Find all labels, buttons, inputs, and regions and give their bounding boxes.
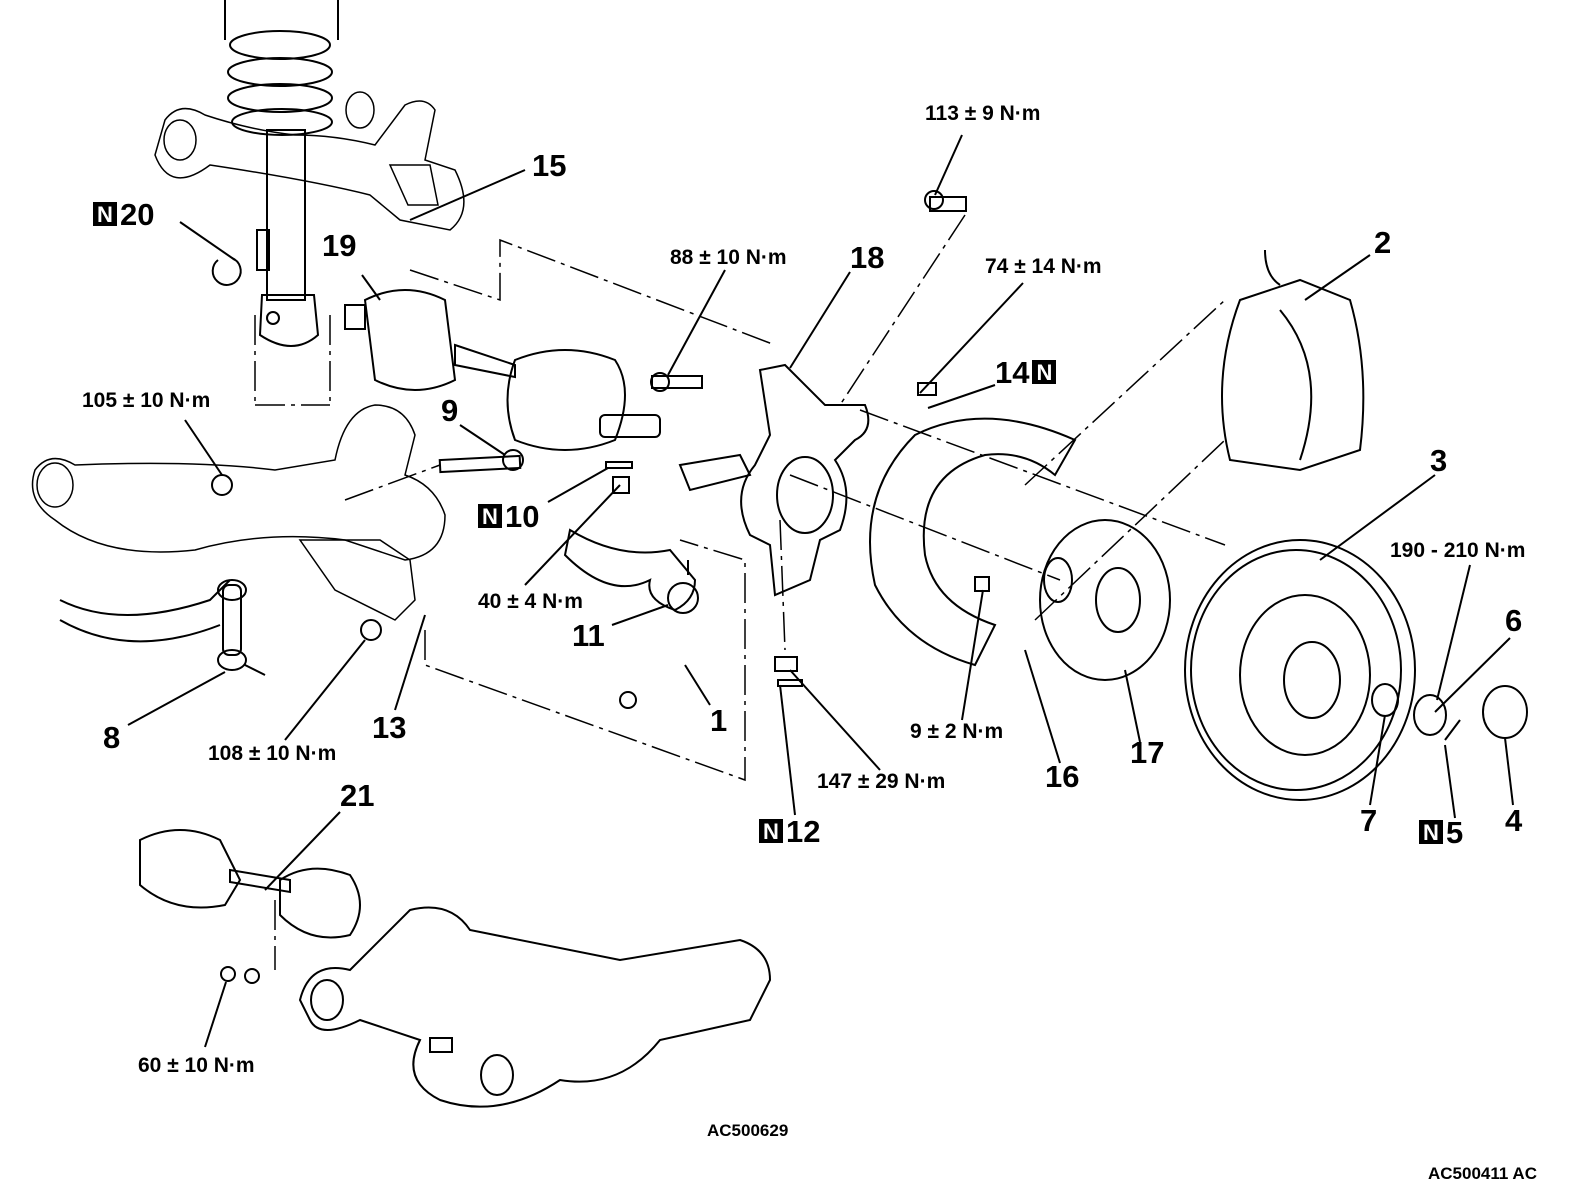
new-part-marker: N: [1419, 820, 1443, 845]
torque-label-147: 147 ± 29 N·m: [817, 770, 946, 793]
alignment-lines: [254, 214, 1226, 970]
new-part-marker: N: [93, 202, 117, 227]
torque-label-190-210: 190 - 210 N·m: [1390, 539, 1526, 562]
brake-disc: [1184, 539, 1416, 801]
new-part-marker: N: [1032, 360, 1057, 385]
part-label-13: 13: [372, 710, 407, 745]
strut-shock-absorber: [256, 129, 320, 347]
torque-label-113: 113 ± 9 N·m: [925, 102, 1041, 125]
part-label-1: 1: [710, 703, 728, 738]
hub-small-parts: [1371, 683, 1528, 741]
new-part-marker: N: [759, 819, 783, 844]
leader-lines: [127, 134, 1514, 1048]
part-label-18: 18: [850, 240, 885, 275]
brake-caliper: [1221, 249, 1365, 472]
torque-label-105: 105 ± 10 N·m: [82, 389, 211, 412]
part-label-19: 19: [322, 228, 357, 263]
stabilizer-link: [59, 579, 266, 676]
torque-label-74: 74 ± 14 N·m: [985, 255, 1102, 278]
part-label-11: 11: [572, 618, 605, 653]
torque-label-9: 9 ± 2 N·m: [910, 720, 1004, 743]
torque-label-88: 88 ± 10 N·m: [670, 246, 787, 269]
front-drive-shaft-and-differential: [139, 829, 772, 1108]
hub-assembly: [1039, 519, 1171, 681]
part-label-16: 16: [1045, 759, 1080, 794]
part-label-17: 17: [1130, 735, 1165, 770]
torque-label-108: 108 ± 10 N·m: [208, 742, 337, 765]
part-label-15: 15: [532, 148, 567, 183]
tie-rod-end: [563, 528, 699, 614]
torque-label-40: 40 ± 4 N·m: [478, 590, 583, 613]
upper-control-arm: [154, 91, 465, 231]
drive-shaft: [344, 289, 661, 451]
new-part-marker: N: [478, 504, 502, 529]
coil-spring: [224, 0, 339, 136]
part-label-2: 2: [1374, 225, 1392, 260]
diagram-code-inner: AC500629: [707, 1121, 789, 1140]
part-label-3: 3: [1430, 443, 1448, 478]
part-label-7: 7: [1360, 803, 1378, 838]
fasteners: [211, 190, 990, 1053]
part-label-6: 6: [1505, 603, 1523, 638]
part-label-4: 4: [1505, 803, 1523, 838]
part-label-21: 21: [340, 778, 375, 813]
diagram-code-outer: AC500411 AC: [1428, 1164, 1537, 1183]
part-label-9: 9: [441, 393, 459, 428]
steering-knuckle: [678, 363, 870, 597]
torque-label-60: 60 ± 10 N·m: [138, 1054, 255, 1077]
part-label-8: 8: [103, 720, 121, 755]
dust-shield: [869, 417, 1077, 667]
lower-control-arm: [31, 404, 446, 621]
